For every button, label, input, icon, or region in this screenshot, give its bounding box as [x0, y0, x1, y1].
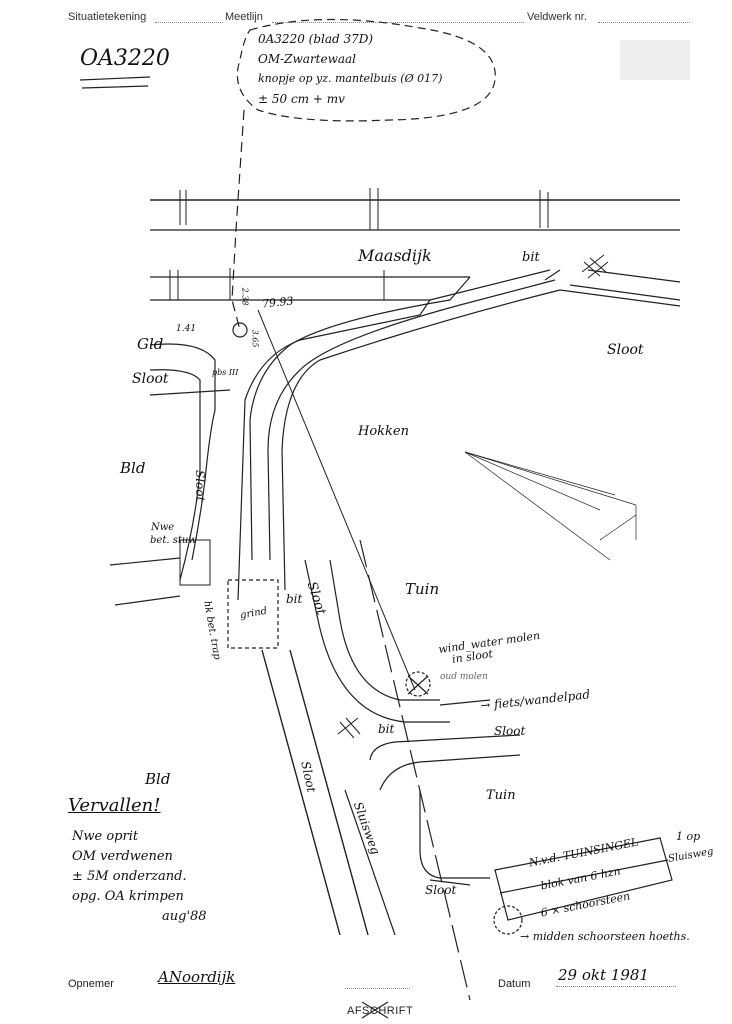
- vervallen-line-1: Nwe oprit: [72, 829, 139, 844]
- afschrift-strike: [361, 1001, 389, 1019]
- label-tuin-upper: Tuin: [405, 580, 440, 598]
- note-line-1: 0A3220 (blad 37D): [258, 32, 374, 46]
- vervallen-line-2: OM verdwenen: [72, 849, 173, 864]
- label-bit-low: bit: [378, 722, 395, 736]
- label-nwe: Nwe: [151, 522, 175, 533]
- label-gld: Gld: [137, 335, 164, 353]
- label-sloot-left: Sloot: [132, 371, 169, 387]
- footer-datum-label: Datum: [498, 978, 531, 990]
- label-sloot-curve: Sloot: [193, 470, 207, 502]
- label-midden: → midden schoorsteen hoeths.: [520, 930, 690, 943]
- measure-1-41: 1.41: [176, 324, 197, 334]
- label-bld-lower: Bld: [145, 770, 171, 788]
- label-tuin-lower: Tuin: [486, 788, 516, 803]
- note-line-2: OM-Zwartewaal: [258, 52, 357, 66]
- vervallen-line-5: aug'88: [162, 909, 207, 924]
- measure-pbs: pbs III: [212, 368, 239, 377]
- label-bet-stuw: bet. stuw: [150, 535, 197, 546]
- vervallen-title: Vervallen!: [68, 795, 161, 816]
- label-sloot-bottom: Sloot: [425, 883, 457, 897]
- header-situatietekening: Situatietekening: [68, 11, 147, 23]
- note-line-3: knopje op yz. mantelbuis (Ø 017): [258, 72, 443, 85]
- label-bit-mid: bit: [286, 592, 303, 606]
- label-sloot-low: Sloot: [494, 724, 526, 738]
- label-sloot-right: Sloot: [607, 342, 644, 358]
- label-bit-top: bit: [522, 250, 540, 265]
- measure-3-65: 3.65: [250, 329, 260, 348]
- label-hokken: Hokken: [358, 424, 409, 439]
- label-1-op: 1 op: [676, 830, 701, 843]
- reference-id: OA3220: [80, 46, 170, 71]
- label-bld-upper: Bld: [120, 459, 146, 477]
- vervallen-line-3: ± 5M onderzand.: [72, 869, 187, 884]
- footer-afschrift: AFSCHRIFT: [347, 1005, 414, 1017]
- label-maasdijk: Maasdijk: [358, 246, 432, 265]
- vervallen-line-4: opg. OA krimpen: [72, 889, 184, 904]
- measure-2-38: 2.38: [240, 287, 250, 306]
- header-meetlijn: Meetlijn: [225, 11, 263, 23]
- label-oud-molen: oud molen: [440, 672, 488, 682]
- footer-opnemer-value: ANoordijk: [158, 968, 236, 986]
- note-line-4: ± 50 cm + mv: [258, 92, 345, 106]
- header-veldwerk: Veldwerk nr.: [527, 11, 587, 23]
- note-cloud: [236, 18, 496, 122]
- footer-opnemer-label: Opnemer: [68, 978, 114, 990]
- footer-datum-value: 29 okt 1981: [558, 966, 649, 984]
